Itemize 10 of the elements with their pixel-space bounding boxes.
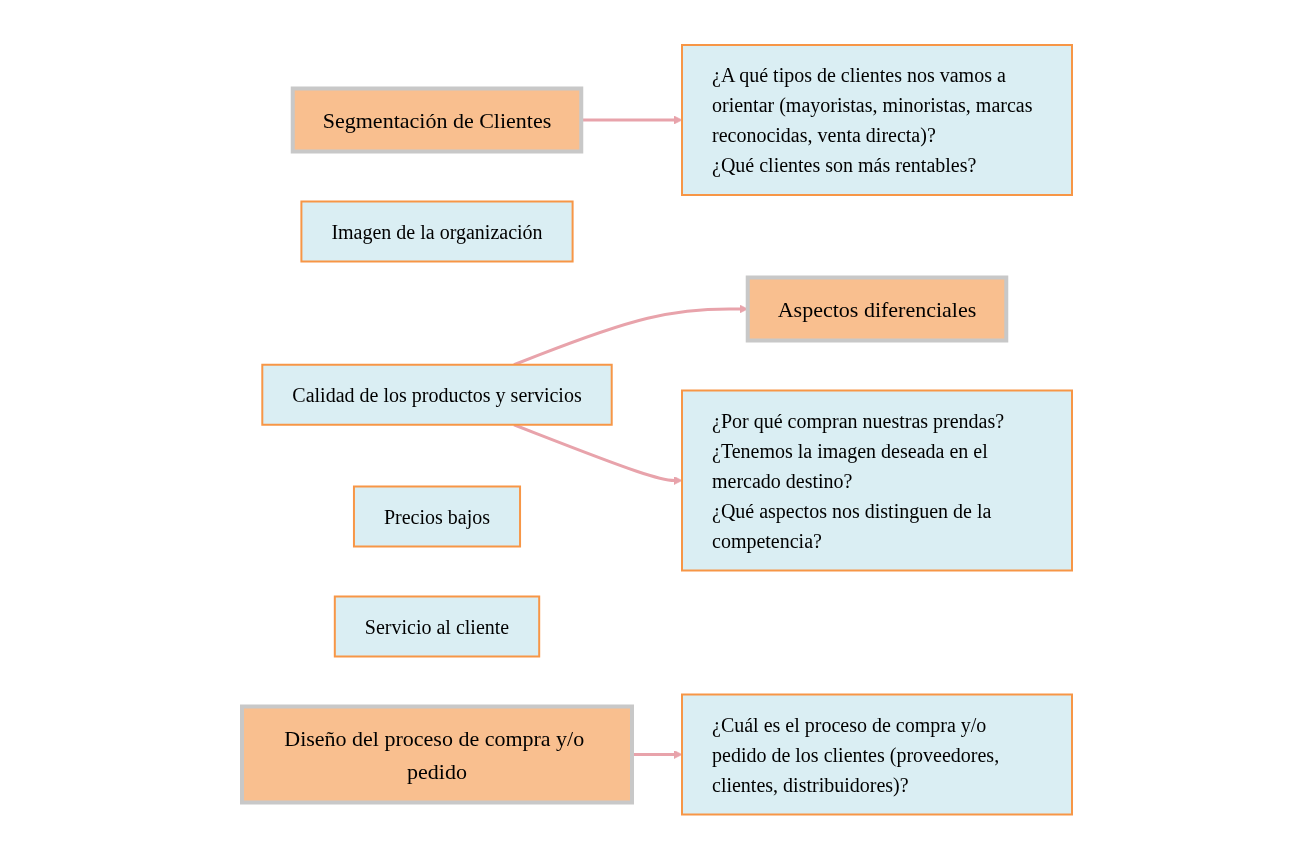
node-box: Segmentación de Clientes — [290, 86, 584, 154]
node-box: Precios bajos — [352, 485, 522, 548]
node-box: Diseño del proceso de compra y/o pedido — [240, 704, 634, 805]
node-box: ¿Cuál es el proceso de compra y/o pedido de los clientes (proveedores, clientes, distribuidores)? — [681, 693, 1073, 816]
node-box: Calidad de los productos y servicios — [261, 364, 613, 426]
node-box: Imagen de la organización — [300, 200, 574, 263]
node-box: Aspectos diferenciales — [745, 275, 1009, 343]
node-box: ¿Por qué compran nuestras prendas? ¿Tenemos la imagen deseada en el mercado destino? ¿Qué aspectos nos distinguen de la competencia? — [681, 389, 1073, 572]
node-box: ¿A qué tipos de clientes nos vamos a orientar (mayoristas, minoristas, marcas reconocidas, venta directa)? ¿Qué clientes son más rentables? — [681, 44, 1073, 197]
node-box: Servicio al cliente — [333, 595, 541, 658]
